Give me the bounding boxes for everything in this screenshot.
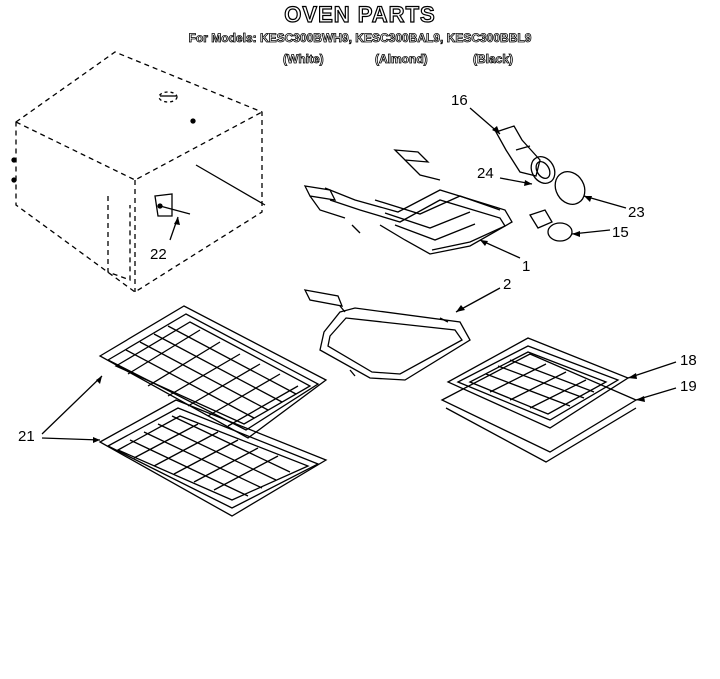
oven-cavity bbox=[15, 51, 263, 293]
callout-2: 2 bbox=[503, 276, 512, 293]
callout-22: 22 bbox=[150, 246, 167, 263]
cavity-opening bbox=[158, 91, 178, 103]
callout-21: 21 bbox=[18, 428, 35, 445]
callout-23: 23 bbox=[628, 204, 645, 221]
models-line: For Models: KESC300BWH9, KESC300BAL9, KE… bbox=[188, 31, 532, 46]
callout-19: 19 bbox=[680, 378, 697, 395]
oven-rack-upper bbox=[98, 305, 328, 439]
color-label-white: (White) bbox=[283, 52, 324, 67]
callout-15: 15 bbox=[612, 224, 629, 241]
bake-element-part-2 bbox=[303, 287, 501, 381]
leader-arrowheads bbox=[93, 126, 645, 443]
color-label-almond: (Almond) bbox=[375, 52, 428, 67]
broil-element-part-1 bbox=[303, 149, 521, 259]
callout-1: 1 bbox=[522, 258, 531, 275]
bracket-part-22 bbox=[154, 193, 191, 241]
callout-18: 18 bbox=[680, 352, 697, 369]
color-label-black: (Black) bbox=[473, 52, 514, 67]
callout-16: 16 bbox=[451, 92, 468, 109]
oven-rack-lower bbox=[98, 399, 328, 517]
callout-24: 24 bbox=[477, 165, 494, 182]
diagram-title: OVEN PARTS bbox=[284, 1, 436, 27]
